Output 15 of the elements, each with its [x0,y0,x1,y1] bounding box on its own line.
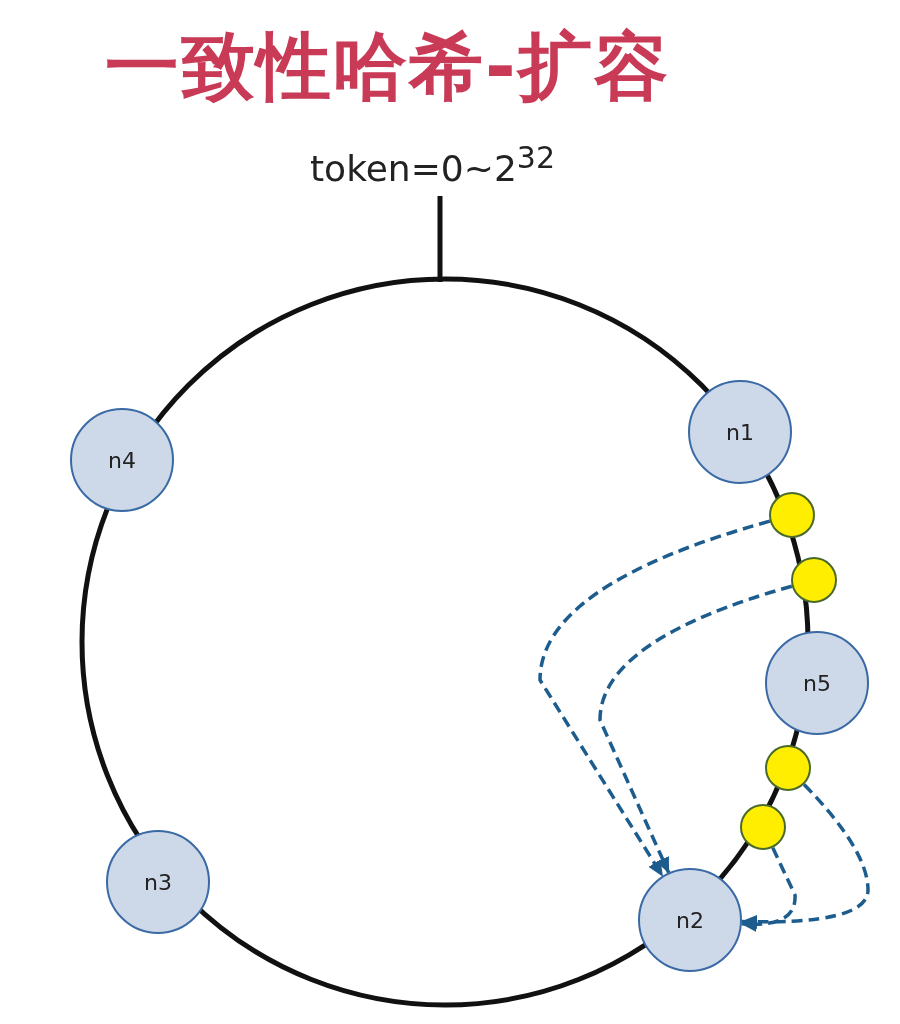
node-circle: n5 [765,631,869,735]
title: 一致性哈希-扩容 [105,22,670,111]
dashed-arrow [538,519,771,877]
dashed-arrow [740,847,797,932]
node-circle: n1 [688,380,792,484]
token-range-label: token=0~2$^{32}$ [310,140,555,191]
dashed-arrow [741,783,870,929]
node-circle: n2 [638,868,742,972]
node-circle: n3 [106,830,210,934]
node-circle: n4 [70,408,174,512]
point-circle [769,492,815,538]
point-circle [765,745,811,791]
dashed-arrow [598,584,793,874]
point-circle [740,804,786,850]
point-circle [791,557,837,603]
